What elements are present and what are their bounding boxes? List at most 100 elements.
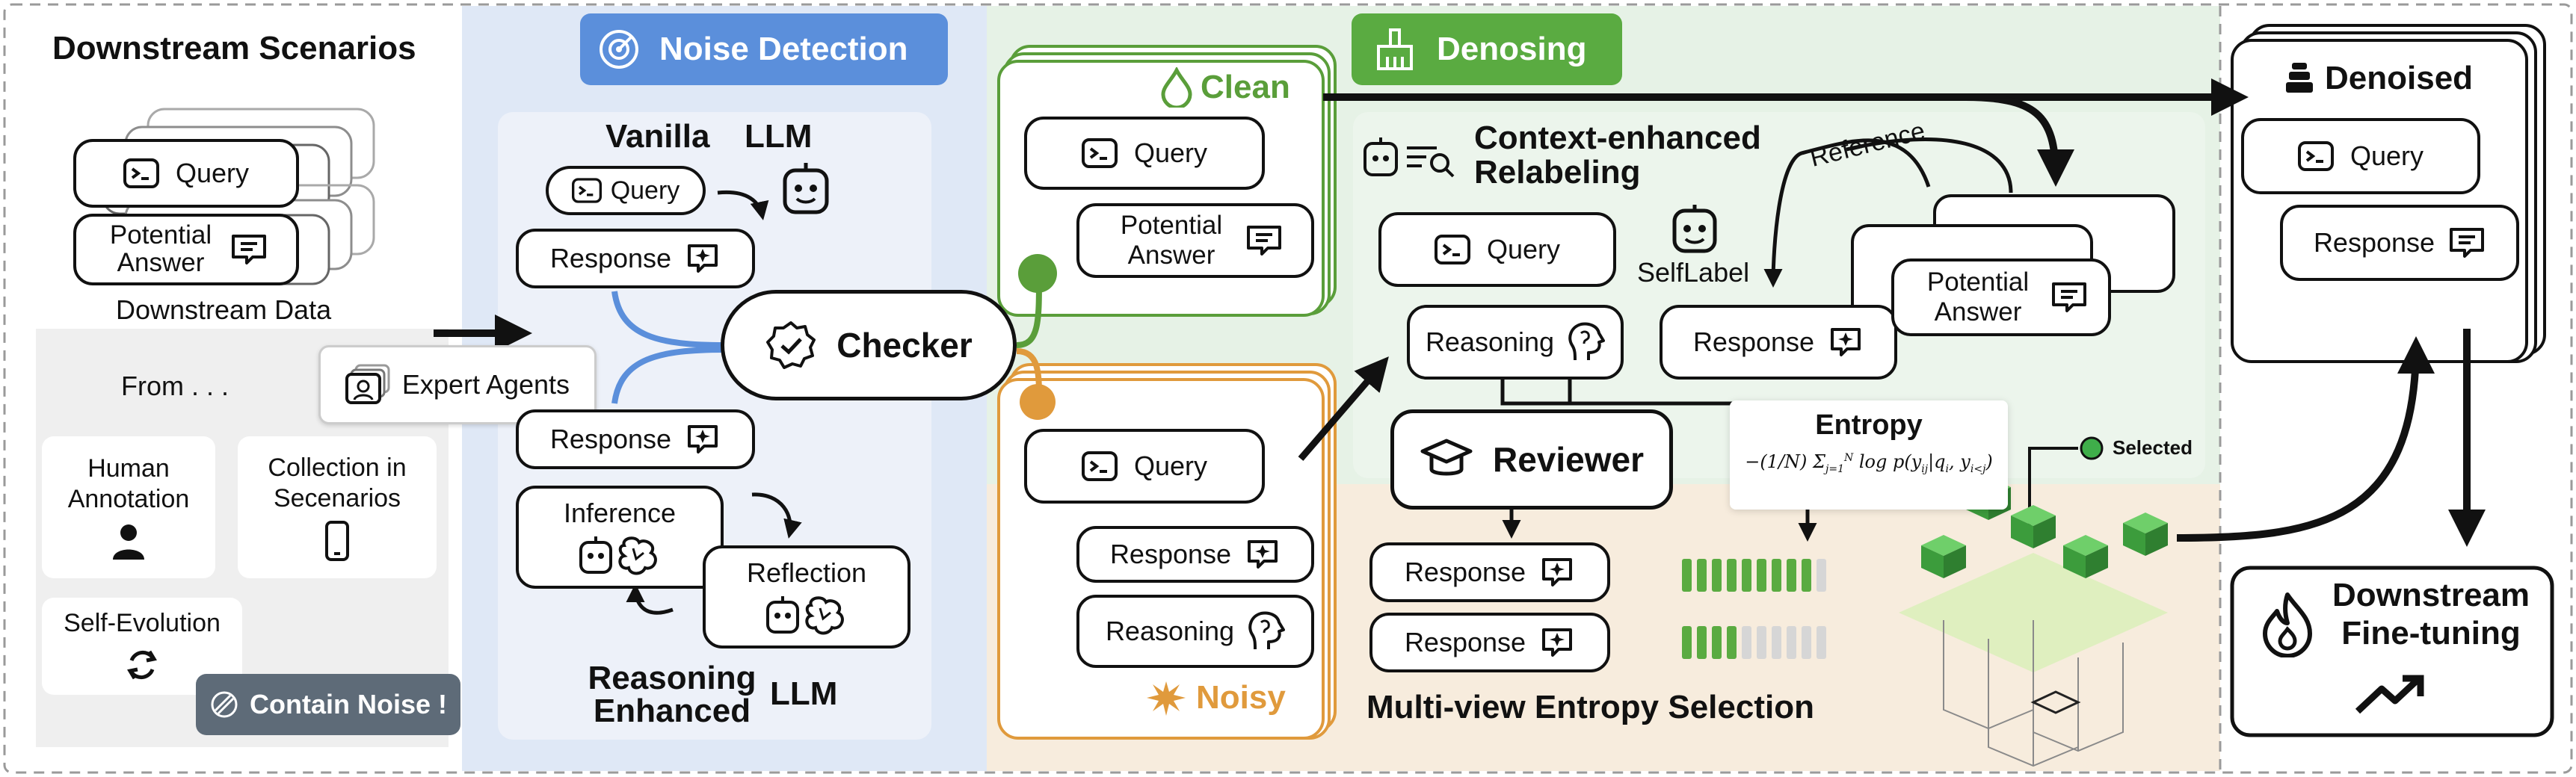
denoised-title: Denoised: [2325, 60, 2474, 96]
entropy-segment: [1787, 559, 1796, 592]
checker-label: Checker: [836, 326, 973, 365]
entropy-segment: [1772, 626, 1781, 659]
denoising-title: Denosing: [1437, 31, 1587, 67]
clean-answer-card: Potential Answer: [1076, 203, 1314, 278]
reflection-label: Reflection: [746, 557, 867, 588]
downstream-query-card: Query: [73, 139, 299, 208]
chat-icon: [1247, 226, 1281, 256]
selected-dot: [2080, 436, 2104, 460]
entropy-segment: [1682, 626, 1692, 659]
detection-response-label: Response: [549, 243, 672, 273]
selflabel-label: SelfLabel: [1637, 257, 1750, 288]
contain-noise-tag: Contain Noise !: [196, 674, 460, 735]
entropy-segment: [1742, 559, 1751, 592]
phone-icon: [325, 520, 349, 561]
arrow-to-answers: [1965, 93, 2074, 187]
relabel-answer-card: Potential Answer: [1891, 259, 2111, 336]
contain-noise-label: Contain Noise !: [250, 689, 448, 719]
relabel-response-card: Response: [1660, 305, 1897, 380]
relabel-query-card: Query: [1378, 212, 1616, 287]
terminal-icon: [1434, 235, 1470, 264]
robot-brain-icon: [766, 596, 844, 635]
source-human-annotation: Human Annotation: [42, 436, 215, 578]
detection-response-label-2: Response: [549, 424, 672, 454]
human-annotation-label: Human Annotation: [67, 454, 190, 513]
inference-card: Inference: [516, 486, 724, 589]
selected-label: Selected: [2113, 436, 2193, 459]
sparkle-chat-icon: [1248, 540, 1278, 569]
relabel-query-label: Query: [1486, 234, 1561, 264]
sparkle-chat-icon: [1831, 328, 1861, 356]
entropy-segment: [1697, 559, 1707, 592]
vanilla-label: Vanilla: [606, 118, 710, 155]
connector-blue: [611, 347, 726, 404]
review-response-card-2: Response: [1369, 613, 1610, 672]
head-thinking-icon: [1248, 611, 1286, 650]
relabel-response-label: Response: [1692, 326, 1815, 357]
reasoning-llm-label: LLM: [770, 675, 838, 712]
denoised-response-card: Response: [2280, 205, 2519, 281]
reasoning-enhanced-label: Reasoning Enhanced: [588, 660, 757, 729]
expert-agents-label: Expert Agents: [401, 369, 570, 400]
finetune-box: [2230, 566, 2554, 737]
droplet-icon: [1161, 67, 1192, 108]
noisy-query-label: Query: [1133, 451, 1208, 481]
denoising-tag: Denosing: [1352, 13, 1622, 85]
review-response-label-1: Response: [1404, 557, 1526, 587]
source-collection: Collection in Secenarios: [238, 436, 437, 578]
relabel-icon: [1364, 137, 1455, 178]
review-response-card-1: Response: [1369, 542, 1610, 602]
flame-icon: [2263, 592, 2312, 657]
clean-label: Clean: [1201, 68, 1290, 105]
robot-icon: [783, 163, 829, 214]
entropy-segment: [1817, 559, 1826, 592]
terminal-icon: [1081, 451, 1118, 481]
cube: [1921, 535, 1966, 578]
entropy-segment: [1697, 626, 1707, 659]
noisy-response-card: Response: [1076, 526, 1314, 583]
detection-response-card: Response: [516, 229, 755, 288]
clean-heading: Clean: [1160, 67, 1290, 108]
selected-line: [2028, 447, 2078, 534]
head-thinking-icon: [1568, 322, 1606, 361]
entropy-segment: [1742, 626, 1751, 659]
entropy-segment: [1727, 559, 1737, 592]
sparkle-chat-icon: [1542, 558, 1573, 586]
terminal-icon: [1081, 138, 1118, 168]
sparkle-chat-icon: [688, 425, 718, 453]
entropy-segment: [1757, 559, 1766, 592]
person-icon: [113, 524, 144, 560]
relabel-reasoning-card: Reasoning: [1407, 305, 1624, 380]
cycle-arrow: [751, 492, 802, 539]
layers-icon: [2286, 63, 2313, 93]
entropy-title: Entropy: [1815, 409, 1923, 441]
noisy-label: Noisy: [1196, 678, 1286, 716]
sparkle-chat-icon: [1542, 628, 1573, 657]
reflection-card: Reflection: [703, 545, 910, 648]
reference-arrow-2: [1846, 137, 2013, 194]
multiview-label: Multi-view Entropy Selection: [1366, 689, 1814, 725]
entropy-bars: [1682, 559, 1826, 659]
cycle-arrow: [626, 583, 674, 615]
terminal-icon: [2297, 141, 2334, 171]
downstream-query-label: Query: [175, 158, 250, 188]
radar-icon: [600, 30, 638, 69]
entropy-segment: [1787, 626, 1796, 659]
noisy-query-card: Query: [1024, 429, 1265, 504]
finetune-label: Downstream Fine-tuning: [2332, 577, 2530, 651]
from-label: From . . .: [121, 371, 229, 401]
chat-icon: [2450, 228, 2485, 258]
terminal-icon: [123, 158, 159, 188]
noise-detection-title: Noise Detection: [659, 31, 908, 67]
graduation-cap-icon: [1420, 439, 1473, 476]
entropy-segment: [1712, 626, 1722, 659]
refresh-icon: [127, 650, 157, 679]
entropy-segment: [1772, 559, 1781, 592]
entropy-panel: Entropy −(1/N) Σj=1N log p(yij|qi, yi<j): [1730, 400, 2008, 510]
denoised-query-label: Query: [2349, 140, 2424, 171]
entropy-formula: −(1/N) Σj=1N log p(yij|qi, yi<j): [1745, 451, 1993, 475]
noise-icon: [211, 691, 238, 718]
downstream-answer-card: Potential Answer: [73, 214, 299, 285]
outer-frame: [3, 3, 2573, 774]
